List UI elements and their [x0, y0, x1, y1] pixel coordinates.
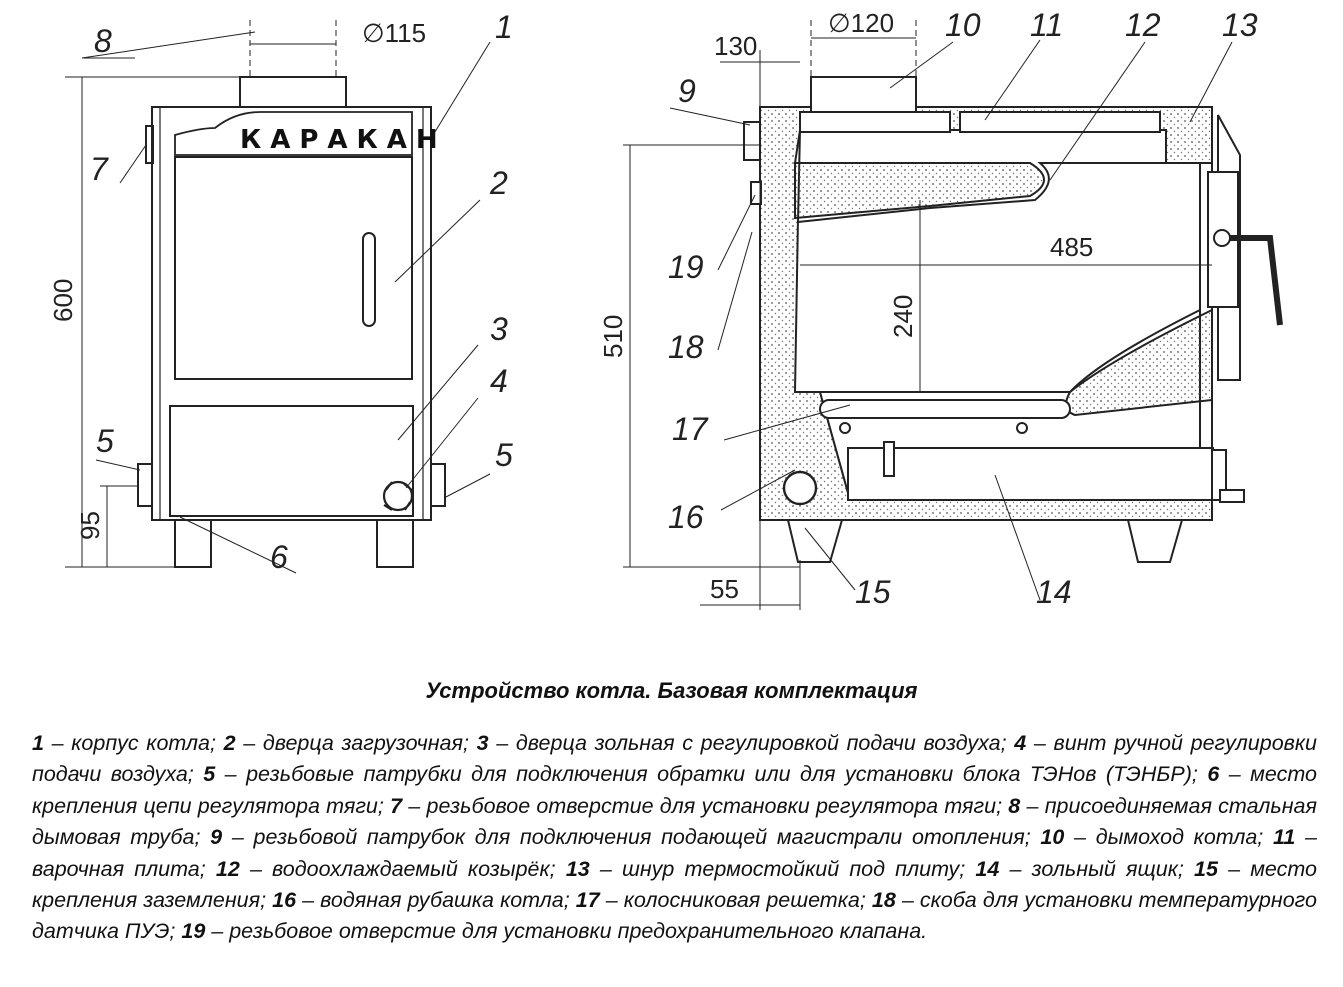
legend-text: дымоход котла; — [1095, 825, 1264, 850]
legend-text: скоба для установки температурного датчи… — [32, 888, 1317, 944]
front-brand-plate — [174, 111, 413, 156]
cooking-plate-11 — [799, 111, 951, 133]
callout-10: 10 — [945, 7, 981, 43]
grate-17 — [819, 399, 1071, 419]
dim-diameter-120: ∅120 — [828, 8, 894, 38]
legend-text: присоединяемая стальная дымовая труба; — [32, 793, 1317, 850]
callout-8: 8 — [94, 23, 112, 59]
hole-19 — [750, 181, 762, 205]
legend-number: 4 — [1014, 731, 1027, 755]
lower-wedge — [1065, 308, 1213, 417]
legend-number: 6 — [1207, 762, 1220, 787]
legend-text: варочная плита; — [32, 856, 206, 881]
legend-text: шнур термостойкий под плиту; — [621, 856, 966, 881]
legend-number: 18 — [871, 888, 896, 913]
legend-text: винт ручной регулировки подачи воздуха; — [32, 731, 1317, 787]
front-boiler-body — [151, 106, 432, 521]
legend-text: дверца загрузочная; — [262, 731, 469, 755]
callout-9: 9 — [678, 73, 696, 109]
legend-number: 14 — [975, 856, 1000, 881]
legend-text: дверца зольная с регулировкой подачи воз… — [515, 731, 1007, 755]
callout-15: 15 — [855, 574, 891, 610]
dim-height-600: 600 — [48, 279, 78, 322]
callout-5-left: 5 — [96, 423, 114, 459]
callout-17: 17 — [672, 411, 709, 447]
legend-number: 8 — [1008, 793, 1021, 818]
front-loading-door — [174, 156, 413, 380]
legend-number: 9 — [210, 825, 223, 850]
dim-height-95: 95 — [75, 511, 105, 540]
callout-3: 3 — [490, 311, 508, 347]
callout-2: 2 — [489, 165, 508, 201]
legend-number: 3 — [476, 731, 489, 755]
fitting-9 — [743, 121, 761, 161]
callout-4: 4 — [490, 363, 508, 399]
front-leg-right — [376, 519, 414, 568]
legend-number: 1 — [32, 731, 44, 755]
legend: 1 – корпус котла; 2 – дверца загрузочная… — [32, 731, 1318, 944]
boiler-drawing: 8 1 7 2 3 4 5 5 6 КАРАКАН ∅115 600 95 — [48, 7, 1283, 610]
legend-text: водоохлаждаемый козырёк; — [272, 856, 556, 881]
legend-number: 10 — [1040, 825, 1065, 850]
callout-11: 11 — [1030, 7, 1063, 43]
legend-number: 12 — [215, 856, 240, 881]
legend-number: 17 — [575, 888, 600, 913]
side-chimney-10 — [810, 76, 917, 116]
legend-text: корпус котла; — [71, 731, 216, 755]
legend-text: место крепления цепи регулятора тяги; — [32, 762, 1317, 818]
dim-height-510: 510 — [598, 315, 628, 358]
legend-number: 11 — [1272, 825, 1296, 850]
front-chimney-pipe — [239, 76, 347, 108]
legend-text: колосниковая решетка; — [623, 888, 866, 913]
side-callouts: 9 10 11 12 13 19 18 17 16 15 14 ∅120 130… — [598, 7, 1258, 610]
legend-number: 2 — [223, 731, 236, 755]
legend-text: резьбовые патрубки для подключения обрат… — [246, 762, 1198, 787]
dim-diameter-115: ∅115 — [362, 18, 426, 48]
legend-text: зольный ящик; — [1031, 856, 1184, 881]
callout-18: 18 — [668, 329, 704, 365]
brand-text: КАРАКАН — [240, 125, 447, 155]
dim-width-55: 55 — [710, 574, 739, 604]
legend-text: резьбовой патрубок для подключения подаю… — [253, 825, 1031, 850]
legend-text: место крепления заземления; — [32, 856, 1318, 913]
front-fitting-right — [430, 463, 446, 507]
callout-1: 1 — [495, 9, 513, 45]
callout-13: 13 — [1222, 7, 1258, 43]
side-view — [623, 20, 1283, 610]
dim-width-485: 485 — [1050, 232, 1093, 262]
legend-number: 15 — [1194, 856, 1218, 881]
front-view — [65, 20, 491, 574]
legend-text: водяная рубашка котла; — [320, 888, 570, 913]
front-leg-left — [174, 519, 212, 568]
front-hole-7 — [145, 125, 154, 164]
side-door-handle — [1225, 235, 1283, 326]
callout-7: 7 — [90, 151, 109, 187]
callout-19: 19 — [668, 249, 704, 285]
callout-16: 16 — [668, 499, 704, 535]
legend-number: 13 — [565, 856, 590, 881]
callout-5-right: 5 — [495, 437, 513, 473]
front-fitting-left — [137, 463, 153, 507]
legend-text: резьбовое отверстие для установки предох… — [229, 919, 928, 944]
legend-number: 5 — [203, 762, 216, 787]
callout-12: 12 — [1125, 7, 1161, 43]
callout-6: 6 — [270, 539, 288, 575]
dim-width-130: 130 — [714, 31, 757, 61]
visor-12 — [794, 162, 1045, 220]
pipe-16 — [782, 470, 818, 506]
dim-height-240: 240 — [888, 295, 918, 338]
front-ash-door — [169, 405, 414, 517]
callout-14: 14 — [1036, 574, 1072, 610]
legend-number: 16 — [272, 888, 297, 913]
front-air-screw — [382, 480, 414, 512]
caption-title: Устройство котла. Базовая комплектация — [425, 678, 918, 703]
front-door-handle — [362, 232, 376, 327]
ash-box-14 — [847, 447, 1214, 501]
legend-number: 19 — [181, 919, 206, 944]
side-leg-right — [1127, 519, 1183, 563]
legend-number: 7 — [390, 793, 403, 818]
side-leg-left — [787, 519, 843, 563]
legend-text: резьбовое отверстие для установки регуля… — [426, 793, 1003, 818]
front-callouts: 8 1 7 2 3 4 5 5 6 КАРАКАН ∅115 600 95 — [48, 9, 513, 575]
